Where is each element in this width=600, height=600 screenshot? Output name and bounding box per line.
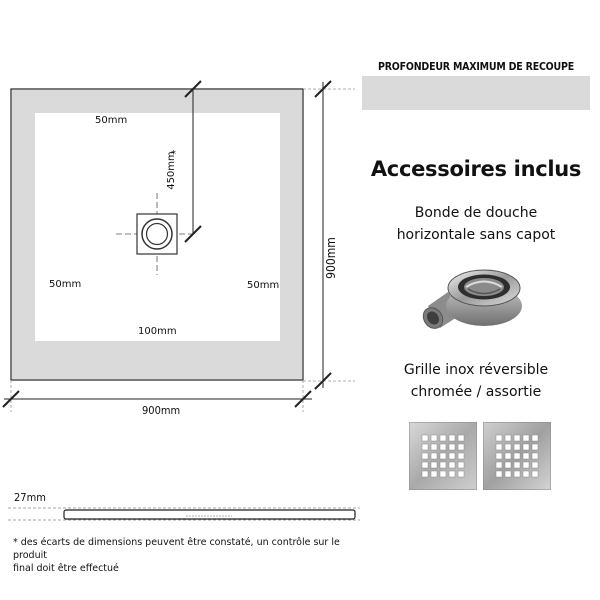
- grille-slot: [457, 434, 465, 442]
- grille-slot: [439, 452, 447, 460]
- tray-profile-drawing: [8, 507, 360, 521]
- grille-slot: [448, 470, 456, 478]
- drain-symbol: [116, 193, 196, 275]
- cut-zone-left: [12, 113, 35, 341]
- grille-slot: [522, 452, 530, 460]
- grille-slot: [495, 470, 503, 478]
- height-dimension: [303, 80, 355, 390]
- drain-caption-line1: Bonde de douche: [414, 205, 538, 221]
- grille-slot: [439, 443, 447, 451]
- grille-slot: [421, 452, 429, 460]
- footnote-line2: final doit être effectué: [13, 563, 119, 574]
- height-label: 900mm: [323, 237, 338, 279]
- grille-slot: [531, 470, 539, 478]
- grille-slot: [421, 461, 429, 469]
- footnote: * des écarts de dimensions peuvent être …: [13, 536, 353, 575]
- grille-slot: [430, 461, 438, 469]
- grille-slot: [448, 461, 456, 469]
- grille-slot: [457, 470, 465, 478]
- grille-slot: [531, 443, 539, 451]
- grille-slot: [522, 461, 530, 469]
- grille-slot: [504, 434, 512, 442]
- grille-slot: [522, 443, 530, 451]
- grille-slot: [495, 461, 503, 469]
- shower-tray-plan: [2, 80, 355, 412]
- grille-slot: [513, 461, 521, 469]
- cut-depth-legend-title: PROFONDEUR MAXIMUM DE RECOUPE: [378, 61, 574, 73]
- grille-slot: [522, 470, 530, 478]
- grille-slot: [513, 434, 521, 442]
- grille-slot: [531, 434, 539, 442]
- grille-caption-line1: Grille inox réversible: [403, 362, 549, 378]
- grille-slot: [421, 470, 429, 478]
- grille-slot: [448, 434, 456, 442]
- grille-slot: [457, 443, 465, 451]
- accessories-title: Accessoires inclus: [370, 157, 582, 181]
- grille-caption-line2: chromée / assortie: [410, 384, 542, 400]
- grille-slot: [495, 452, 503, 460]
- grille-slot: [504, 461, 512, 469]
- grille-slot: [495, 434, 503, 442]
- shower-drain-image: [422, 269, 522, 329]
- grille-slot: [439, 461, 447, 469]
- grille-slot: [495, 443, 503, 451]
- bottom-strip-label: 100mm: [138, 326, 177, 337]
- grille-slot: [430, 470, 438, 478]
- width-label: 900mm: [142, 404, 181, 417]
- grille-slot: [421, 443, 429, 451]
- grille-slot: [439, 470, 447, 478]
- cut-zone-top: [12, 90, 302, 113]
- grille-slot: [448, 452, 456, 460]
- grille-slot: [457, 452, 465, 460]
- grille-slot: [430, 443, 438, 451]
- grille-slot: [421, 434, 429, 442]
- drain-offset-asterisk: *: [171, 149, 176, 160]
- footnote-line1: * des écarts de dimensions peuvent être …: [13, 537, 340, 561]
- grille-slot: [457, 461, 465, 469]
- cut-zone-right: [280, 113, 302, 341]
- grille-slot: [430, 434, 438, 442]
- grille-slot: [504, 443, 512, 451]
- drain-caption-line2: horizontale sans capot: [396, 227, 556, 243]
- grille-slot: [522, 434, 530, 442]
- cut-depth-legend-swatch: [362, 76, 590, 110]
- grille-slot: [448, 443, 456, 451]
- grille-slot: [513, 443, 521, 451]
- grille-slot: [513, 452, 521, 460]
- stainless-grille-image-right: [483, 422, 551, 490]
- grille-slot: [513, 470, 521, 478]
- profile-thickness-label: 27mm: [14, 491, 46, 504]
- width-dimension: [2, 380, 312, 412]
- grille-slot: [504, 452, 512, 460]
- right-strip-label: 50mm: [247, 280, 280, 291]
- grille-slot: [439, 434, 447, 442]
- left-strip-label: 50mm: [49, 279, 82, 290]
- grille-slot: [430, 452, 438, 460]
- stainless-grille-image-left: [409, 422, 477, 490]
- grille-slot: [504, 470, 512, 478]
- drain-offset-dimension: [184, 80, 202, 243]
- grille-slot: [531, 452, 539, 460]
- cut-zone-bottom: [12, 341, 302, 379]
- top-strip-label: 50mm: [95, 115, 128, 126]
- grille-slot: [531, 461, 539, 469]
